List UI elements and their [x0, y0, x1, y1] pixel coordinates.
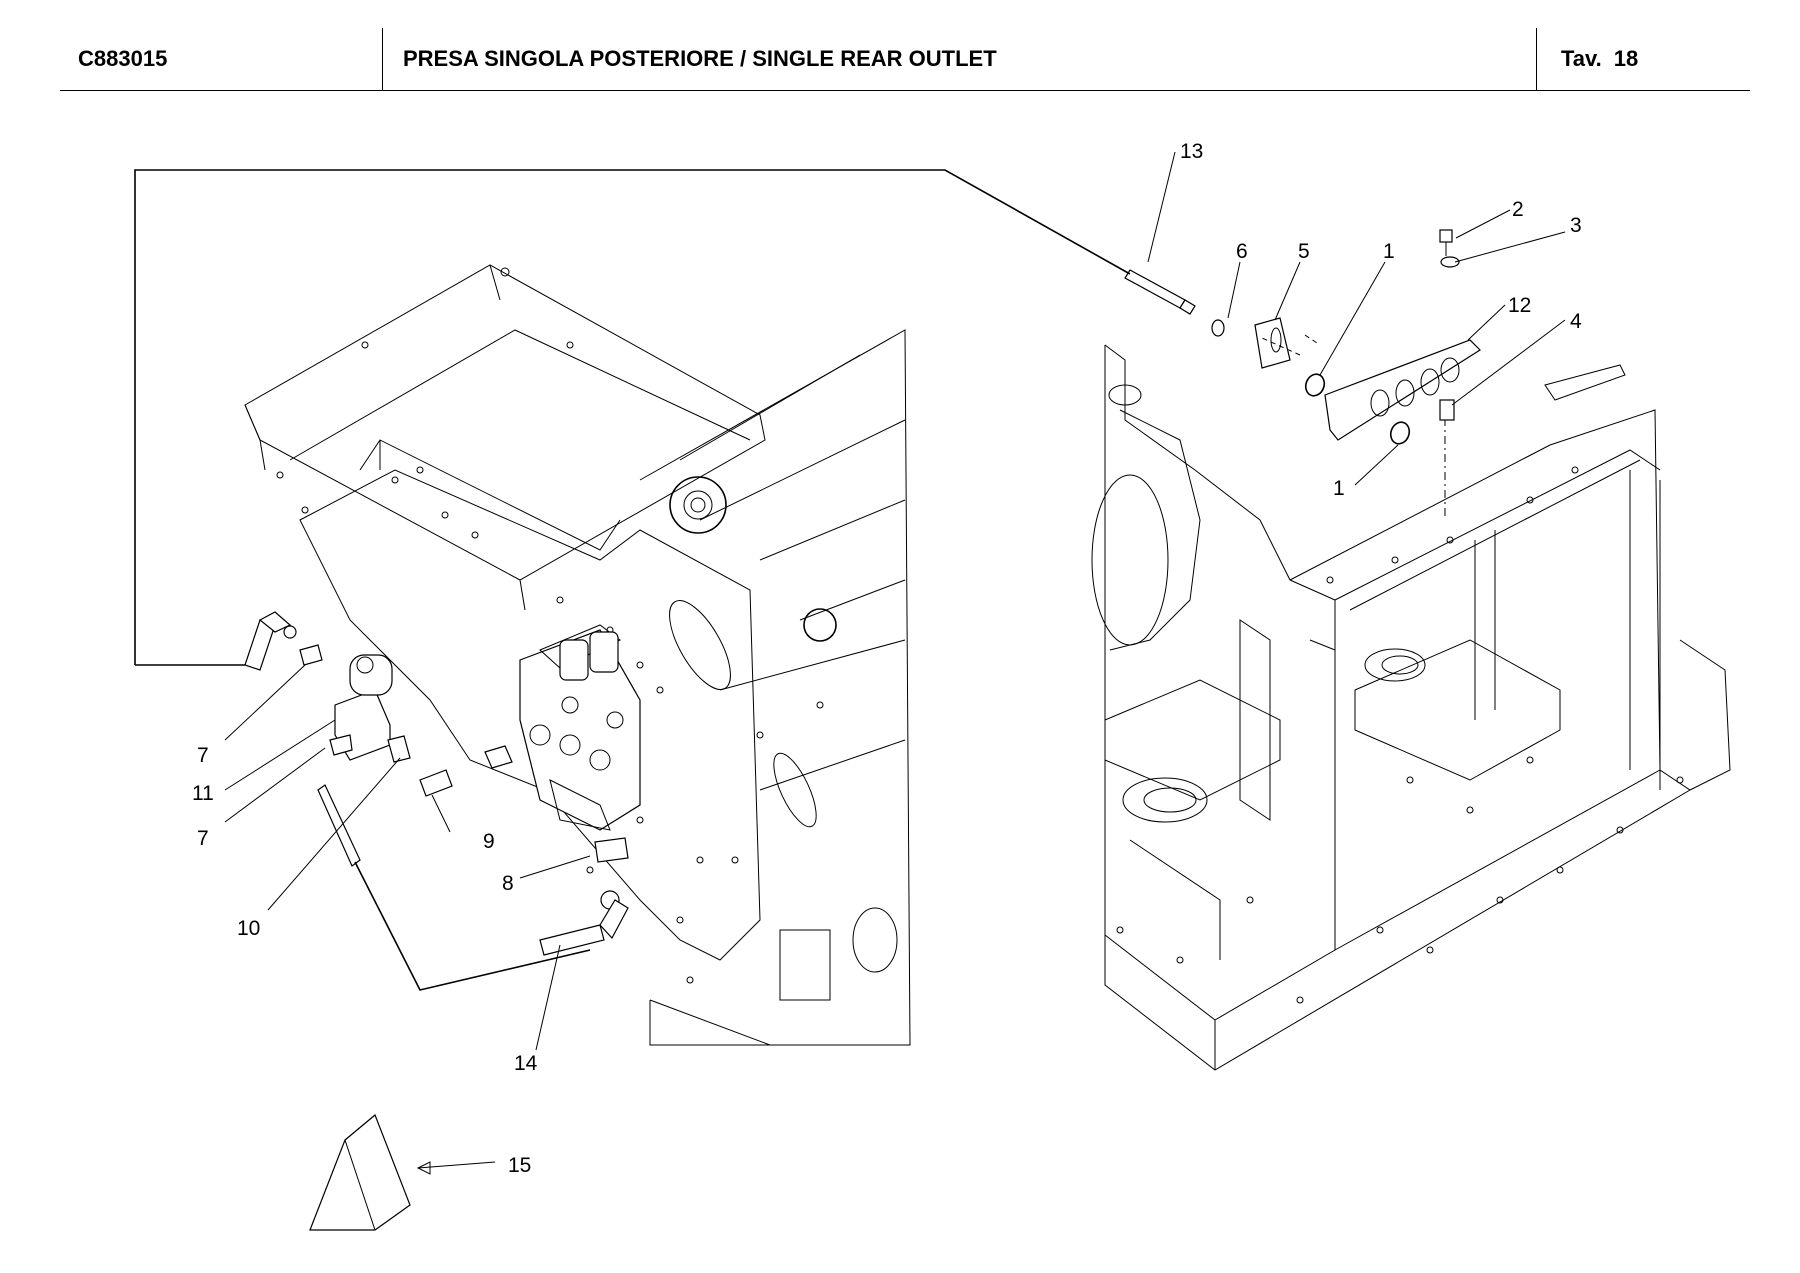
callout-9: 9: [483, 830, 495, 853]
drawing-code: C883015: [78, 46, 168, 71]
callout-5: 5: [1298, 240, 1310, 263]
callout-1-top: 1: [1383, 240, 1395, 263]
fittings: [283, 625, 629, 910]
right-chassis-frame: [1091, 344, 1731, 1071]
callout-13: 13: [1180, 140, 1203, 163]
callout-1-bottom: 1: [1333, 477, 1345, 500]
callout-10: 10: [237, 917, 260, 940]
wedge-chock: [309, 1114, 411, 1231]
callout-8: 8: [502, 872, 514, 895]
callout-7-top: 7: [197, 744, 209, 767]
frame-holes-left: [276, 267, 824, 984]
frame-holes-right: [1116, 466, 1684, 1004]
hoses: [134, 169, 1196, 991]
callout-15: 15: [508, 1154, 531, 1177]
table-label: Tav.: [1561, 46, 1602, 71]
table-value: 18: [1613, 46, 1639, 71]
outlet-parts: [1211, 229, 1481, 445]
drawing-title: PRESA SINGOLA POSTERIORE / SINGLE REAR O…: [382, 28, 1573, 90]
table-number: Tav. 18: [1536, 28, 1751, 90]
callout-6: 6: [1236, 240, 1248, 263]
callout-3: 3: [1570, 214, 1582, 237]
callout-4: 4: [1570, 310, 1582, 333]
callout-14: 14: [514, 1052, 538, 1075]
title-block: C883015 PRESA SINGOLA POSTERIORE / SINGL…: [60, 28, 1750, 91]
leader-lines: [224, 151, 1566, 1175]
callout-numbers: 13 6 5 1 2 3 12 4 1 7 11 7 9 8 10 14 15: [192, 140, 1582, 1177]
callout-2: 2: [1512, 198, 1524, 221]
callout-11: 11: [192, 782, 214, 805]
callout-7-bottom: 7: [197, 827, 209, 850]
left-boom-frame: [244, 264, 911, 1046]
control-valve-block: [484, 624, 641, 831]
callout-12: 12: [1508, 294, 1531, 317]
